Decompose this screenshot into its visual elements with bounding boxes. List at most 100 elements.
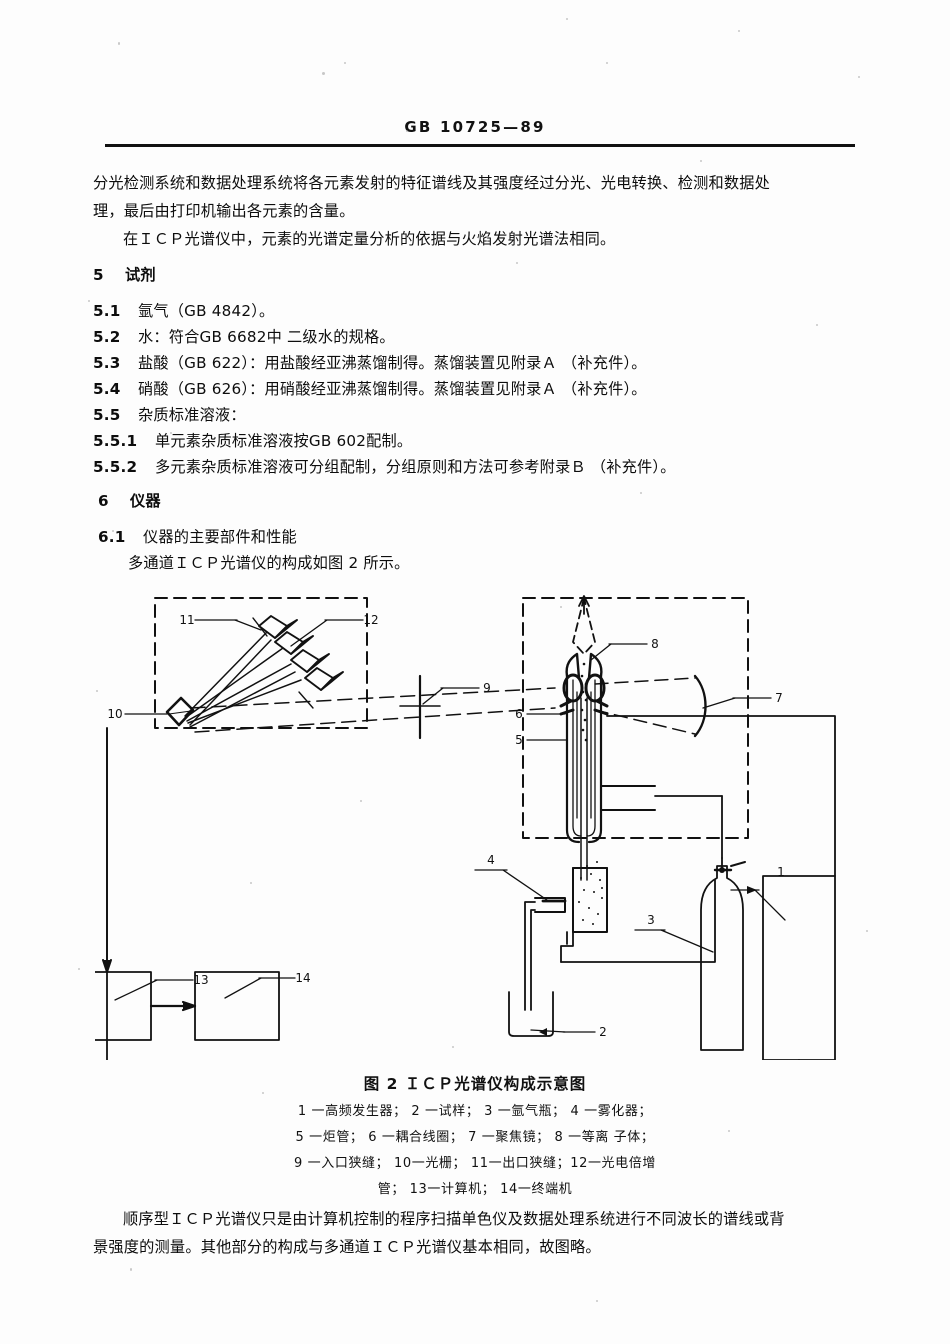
section-6-title: 仪器 bbox=[130, 492, 161, 510]
clause-5-5-1-text: 单元素杂质标准溶液按GB 602配制。 bbox=[155, 432, 413, 450]
scan-speck bbox=[596, 1300, 598, 1302]
figure-legend-line-2: 5 一炬管； 6 一耦合线圈； 7 一聚焦镜； 8 一等离 子体； bbox=[295, 1130, 655, 1145]
clause-6-1-number: 6.1 bbox=[98, 528, 126, 546]
header-rule bbox=[105, 144, 855, 147]
scan-speck bbox=[738, 30, 740, 32]
callout-2: 2 bbox=[599, 1025, 607, 1039]
callout-7: 7 bbox=[775, 691, 783, 705]
callout-8: 8 bbox=[651, 637, 659, 651]
callout-11: 11 bbox=[179, 613, 194, 627]
generator-ground-wire bbox=[106, 727, 800, 1060]
plasma-flame bbox=[572, 597, 596, 655]
grating-element bbox=[165, 696, 195, 727]
clause-5-1-text: 氩气（GB 4842）。 bbox=[138, 302, 275, 320]
clause-5-4-text: 硝酸（GB 626）：用硝酸经亚沸蒸馏制得。蒸馏装置见附录Ａ （补充件）。 bbox=[138, 380, 647, 398]
clause-5-2-text: 水：符合GB 6682中 二级水的规格。 bbox=[138, 328, 395, 346]
lens-beam bbox=[594, 677, 696, 735]
callout-6: 6 bbox=[515, 707, 523, 721]
scan-speck bbox=[250, 882, 252, 884]
sample-uptake-line bbox=[524, 901, 536, 1011]
scan-speck bbox=[360, 800, 362, 802]
callout-9: 9 bbox=[483, 681, 491, 695]
scan-speck bbox=[560, 606, 562, 608]
callout-5: 5 bbox=[515, 733, 523, 747]
scan-speck bbox=[78, 968, 80, 970]
scan-speck bbox=[406, 130, 408, 132]
section-5-heading: 5 试剂 bbox=[93, 262, 156, 288]
signal-arrow bbox=[102, 959, 112, 973]
scan-speck bbox=[516, 262, 518, 264]
clause-5-5-number: 5.5 bbox=[93, 406, 121, 424]
spray-droplets bbox=[578, 861, 603, 925]
optical-axis-rays bbox=[190, 687, 556, 733]
clause-5-5-2-text: 多元素杂质标准溶液可分组配制，分组原则和方法可参考附录Ｂ （补充件）。 bbox=[155, 458, 676, 476]
scan-speck bbox=[640, 492, 642, 494]
closing-paragraph-line-1: 顺序型ＩＣＰ光谱仪只是由计算机控制的程序扫描单色仪及数据处理系统进行不同波长的谱… bbox=[123, 1210, 785, 1228]
scan-speck bbox=[96, 690, 98, 692]
leader-11 bbox=[234, 619, 262, 631]
scan-speck bbox=[858, 76, 860, 78]
scan-speck bbox=[452, 1046, 454, 1048]
clause-5-5-1-number: 5.5.1 bbox=[93, 432, 138, 450]
rf-generator-box bbox=[762, 875, 836, 1060]
leader-12 bbox=[290, 619, 328, 647]
figure-legend-line-1: 1 一高频发生器； 2 一试样； 3 一氩气瓶； 4 一雾化器； bbox=[297, 1104, 653, 1119]
plasma-particles bbox=[580, 662, 588, 742]
diffracted-beam-bundle bbox=[184, 631, 302, 728]
leader-4 bbox=[502, 869, 548, 901]
clause-5-5-2-number: 5.5.2 bbox=[93, 458, 138, 476]
clause-5-3: 5.3 盐酸（GB 622）：用盐酸经亚沸蒸馏制得。蒸馏装置见附录Ａ （补充件）。 bbox=[93, 350, 647, 376]
figure-legend-line-4: 管； 13一计算机； 14一终端机 bbox=[377, 1182, 573, 1197]
leader-13 bbox=[114, 979, 158, 1001]
clause-5-5-1: 5.5.1 单元素杂质标准溶液按GB 602配制。 bbox=[93, 428, 412, 454]
figure-caption: 图 2 ＩＣＰ光谱仪构成示意图 bbox=[363, 1075, 587, 1093]
scan-speck bbox=[130, 1268, 132, 1271]
nebulizer-spray-chamber bbox=[534, 867, 608, 963]
clause-5-5-2: 5.5.2 多元素杂质标准溶液可分组配制，分组原则和方法可参考附录Ｂ （补充件）。 bbox=[93, 454, 676, 480]
section-5-title: 试剂 bbox=[125, 266, 156, 284]
figure-2-icp-spectrometer-diagram: 1 2 3 4 5 6 7 8 9 10 11 12 13 14 bbox=[95, 580, 895, 1060]
scan-speck bbox=[344, 62, 346, 64]
leader-8 bbox=[590, 643, 612, 661]
scan-speck bbox=[262, 1092, 264, 1094]
argon-gas-cylinder bbox=[700, 795, 746, 1051]
figure-legend-line-3: 9 一入口狭缝； 10一光栅； 11一出口狭缝；12一光电倍增 bbox=[294, 1156, 656, 1171]
plasma-torch bbox=[565, 652, 656, 881]
scan-speck bbox=[728, 1130, 730, 1132]
leader-14 bbox=[224, 977, 262, 999]
scan-speck bbox=[118, 42, 120, 45]
closing-paragraph-line-2: 景强度的测量。其他部分的构成与多通道ＩＣＰ光谱仪基本相同，故图略。 bbox=[93, 1238, 601, 1256]
clause-5-3-text: 盐酸（GB 622）：用盐酸经亚沸蒸馏制得。蒸馏装置见附录Ａ （补充件）。 bbox=[138, 354, 647, 372]
sample-beaker bbox=[508, 991, 554, 1037]
induction-coil bbox=[559, 673, 609, 716]
clause-5-5-text: 杂质标准溶液： bbox=[138, 406, 246, 424]
intro-paragraph-line-1: 分光检测系统和数据处理系统将各元素发射的特征谱线及其强度经过分光、光电转换、检测… bbox=[93, 174, 771, 192]
callout-13: 13 bbox=[193, 973, 208, 987]
callout-12: 12 bbox=[363, 613, 378, 627]
source-enclosure bbox=[522, 597, 749, 839]
scan-speck bbox=[322, 72, 325, 75]
section-6-number: 6 bbox=[98, 492, 109, 510]
callout-10: 10 bbox=[107, 707, 122, 721]
plasma-arrow bbox=[578, 595, 590, 615]
scan-speck bbox=[566, 18, 568, 20]
section-5-number: 5 bbox=[93, 266, 104, 284]
leader-3 bbox=[660, 929, 714, 953]
intro-paragraph-line-2: 理，最后由打印机输出各元素的含量。 bbox=[93, 202, 355, 220]
intro-paragraph-2: 在ＩＣＰ光谱仪中，元素的光谱定量分析的依据与火焰发射光谱法相同。 bbox=[123, 230, 616, 248]
scan-speck bbox=[88, 300, 90, 302]
leader-9 bbox=[422, 687, 444, 705]
leader-1 bbox=[754, 889, 786, 921]
clause-5-5: 5.5 杂质标准溶液： bbox=[93, 402, 246, 428]
callout-14: 14 bbox=[295, 971, 310, 985]
clause-5-4-number: 5.4 bbox=[93, 380, 121, 398]
leader-2 bbox=[530, 1029, 566, 1033]
callout-3: 3 bbox=[647, 913, 655, 927]
clause-5-2-number: 5.2 bbox=[93, 328, 121, 346]
focusing-lens bbox=[693, 674, 707, 738]
clause-6-1-text: 多通道ＩＣＰ光谱仪的构成如图 2 所示。 bbox=[128, 554, 410, 572]
drain-line bbox=[560, 879, 716, 963]
clause-5-3-number: 5.3 bbox=[93, 354, 121, 372]
